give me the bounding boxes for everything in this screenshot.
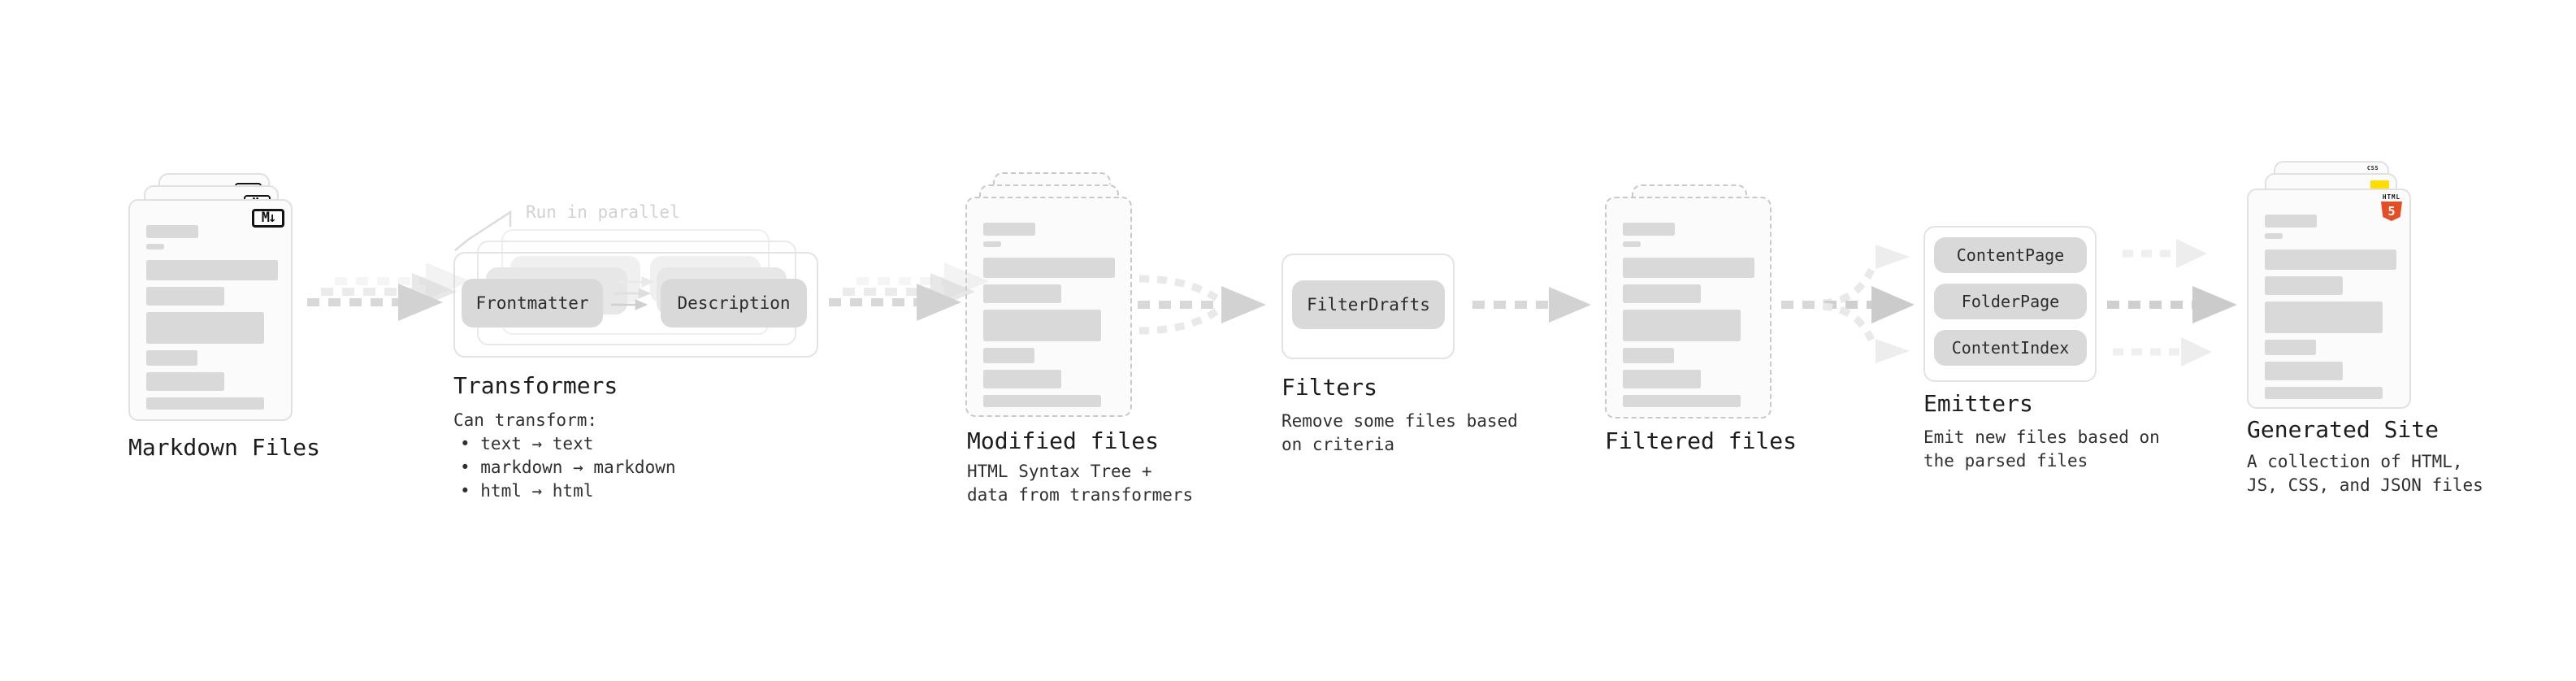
text-placeholder-bar <box>1623 284 1701 303</box>
text-placeholder-bar <box>2265 276 2343 295</box>
text-placeholder-bar <box>1623 370 1701 388</box>
markdown-icon: M↓ <box>252 209 284 228</box>
stage-title-filtered-files: Filtered files <box>1605 427 1798 454</box>
text-placeholder-bar <box>2265 362 2343 380</box>
doc-content-bars <box>983 223 1115 407</box>
text-placeholder-bar <box>146 312 264 344</box>
text-placeholder-bar <box>1623 258 1754 278</box>
html5-file-icon: HTML 5 <box>2381 194 2402 221</box>
markdown-file-card-front: M↓ <box>128 199 293 421</box>
doc-content-bars <box>146 225 278 410</box>
modified-files-subtitle: HTML Syntax Tree + data from transformer… <box>967 462 1194 505</box>
run-in-parallel-annotation: Run in parallel <box>526 202 680 222</box>
text-placeholder-bar <box>983 241 1001 247</box>
arrow-emitters-to-generated <box>2107 239 2237 367</box>
text-placeholder-bar <box>146 244 164 249</box>
stage-title-filters: Filters <box>1281 374 1378 401</box>
css-icon-label: CSS <box>2366 165 2379 171</box>
filtered-file-card-front <box>1605 197 1772 419</box>
filters-subtitle: Remove some files based on criteria <box>1281 411 1518 454</box>
text-placeholder-bar <box>983 284 1061 303</box>
html5-icon-label: HTML <box>2382 193 2401 201</box>
text-placeholder-bar <box>2265 233 2283 239</box>
stage-title-markdown-files: Markdown Files <box>128 434 321 461</box>
text-placeholder-bar <box>1623 310 1741 341</box>
text-placeholder-bar <box>983 258 1115 278</box>
arrow-filtered-to-emitters <box>1781 245 1915 363</box>
text-placeholder-bar <box>146 287 224 306</box>
text-placeholder-bar <box>983 310 1101 341</box>
text-placeholder-bar <box>1623 395 1741 407</box>
arrow-filters-to-filtered <box>1472 287 1591 323</box>
arrow-markdown-to-transformers <box>307 262 471 321</box>
stage-title-transformers: Transformers <box>453 372 618 399</box>
emitter-pill-folderpage: FolderPage <box>1934 284 2087 319</box>
transformer-pill-description: Description <box>661 279 807 327</box>
filter-pill-filterdrafts: FilterDrafts <box>1292 280 1445 329</box>
html5-icon-number: 5 <box>2387 204 2396 219</box>
modified-file-card-front <box>965 197 1132 417</box>
text-placeholder-bar <box>983 395 1101 407</box>
text-placeholder-bar <box>1623 241 1641 247</box>
text-placeholder-bar <box>146 350 197 366</box>
bullet-item: • text → text <box>460 434 594 453</box>
text-placeholder-bar <box>2265 340 2316 355</box>
transformer-pill-frontmatter: Frontmatter <box>462 279 603 327</box>
transformers-desc-heading: Can transform: <box>453 410 598 430</box>
arrow-modified-to-filters <box>1138 275 1266 335</box>
emitter-pill-contentpage: ContentPage <box>1934 237 2087 273</box>
text-placeholder-bar <box>2265 215 2317 228</box>
text-placeholder-bar <box>2265 301 2383 333</box>
transformers-bullet-list: • text → text • markdown → markdown • ht… <box>460 432 676 503</box>
text-placeholder-bar <box>146 397 264 410</box>
text-placeholder-bar <box>146 225 198 238</box>
text-placeholder-bar <box>1623 223 1675 236</box>
text-placeholder-bar <box>2265 249 2396 270</box>
doc-content-bars <box>2265 215 2396 399</box>
text-placeholder-bar <box>983 370 1061 388</box>
text-placeholder-bar <box>2265 387 2383 399</box>
generated-file-card-html: HTML 5 <box>2247 189 2411 409</box>
doc-content-bars <box>1623 223 1754 407</box>
text-placeholder-bar <box>983 348 1034 363</box>
text-placeholder-bar <box>146 372 224 391</box>
stage-title-emitters: Emitters <box>1923 390 2033 417</box>
javascript-file-icon <box>2370 180 2389 191</box>
text-placeholder-bar <box>1623 348 1674 363</box>
stage-title-generated-site: Generated Site <box>2247 416 2439 443</box>
text-placeholder-bar <box>983 223 1035 236</box>
bullet-item: • html → html <box>460 481 594 501</box>
emitters-subtitle: Emit new files based on the parsed files <box>1923 427 2160 471</box>
generated-site-subtitle: A collection of HTML, JS, CSS, and JSON … <box>2247 452 2483 495</box>
bullet-item: • markdown → markdown <box>460 458 676 477</box>
emitter-pill-contentindex: ContentIndex <box>1934 330 2087 366</box>
text-placeholder-bar <box>146 260 278 280</box>
stage-title-modified-files: Modified files <box>967 427 1160 454</box>
